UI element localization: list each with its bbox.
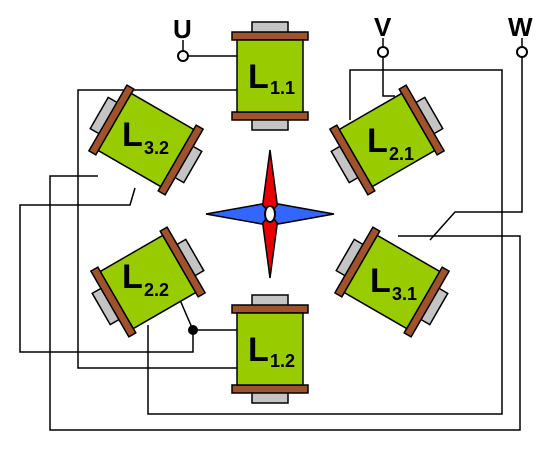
wire-v-l21 [382,56,395,97]
wire-w-l31 [429,56,523,241]
terminal-w[interactable]: W [508,12,533,58]
coil-l11-letter: L [248,58,269,96]
coil-l32-letter: L [122,116,143,154]
coil-l22: L 2.2 [89,226,207,338]
rotor-south-pole [261,213,279,279]
wire-l22-star [179,299,238,331]
rotor-axle [264,205,276,223]
terminal-u-label: U [173,14,192,44]
rotor [205,149,335,279]
coil-l31-sub: 3.1 [392,284,417,304]
wire-l21-l22 [147,69,503,415]
coil-l21-sub: 2.1 [389,144,414,164]
rotor-east-pole [269,203,335,225]
wire-l11-l12 [77,89,238,369]
rotor-west-pole [205,203,271,225]
terminal-u[interactable]: U [173,14,192,62]
terminal-v-connector[interactable] [377,46,389,58]
terminal-v[interactable]: V [374,12,392,58]
coil-l32-sub: 3.2 [144,138,169,158]
coil-l11: L 1.1 [231,21,309,131]
coil-l31: L 3.1 [333,226,451,338]
coil-l12-letter: L [248,331,269,369]
terminal-w-connector[interactable] [516,46,528,58]
wire-l31-l32 [49,175,521,431]
terminal-w-label: W [508,12,533,42]
star-junction-dot [188,325,198,335]
coil-l11-sub: 1.1 [270,78,295,98]
terminal-u-connector[interactable] [177,50,189,62]
wiring [19,55,523,431]
wire-l32-star [19,187,194,353]
coil-l31-letter: L [370,262,391,300]
coil-l21-letter: L [367,122,388,160]
coil-l32: L 3.2 [87,84,205,196]
terminal-v-label: V [374,12,392,42]
rotor-north-pole [261,149,279,215]
coil-l22-letter: L [122,258,143,296]
coil-l12-sub: 1.2 [270,351,295,371]
coil-l12: L 1.2 [231,294,309,404]
coil-l21: L 2.1 [328,84,446,196]
coil-l22-sub: 2.2 [144,280,169,300]
